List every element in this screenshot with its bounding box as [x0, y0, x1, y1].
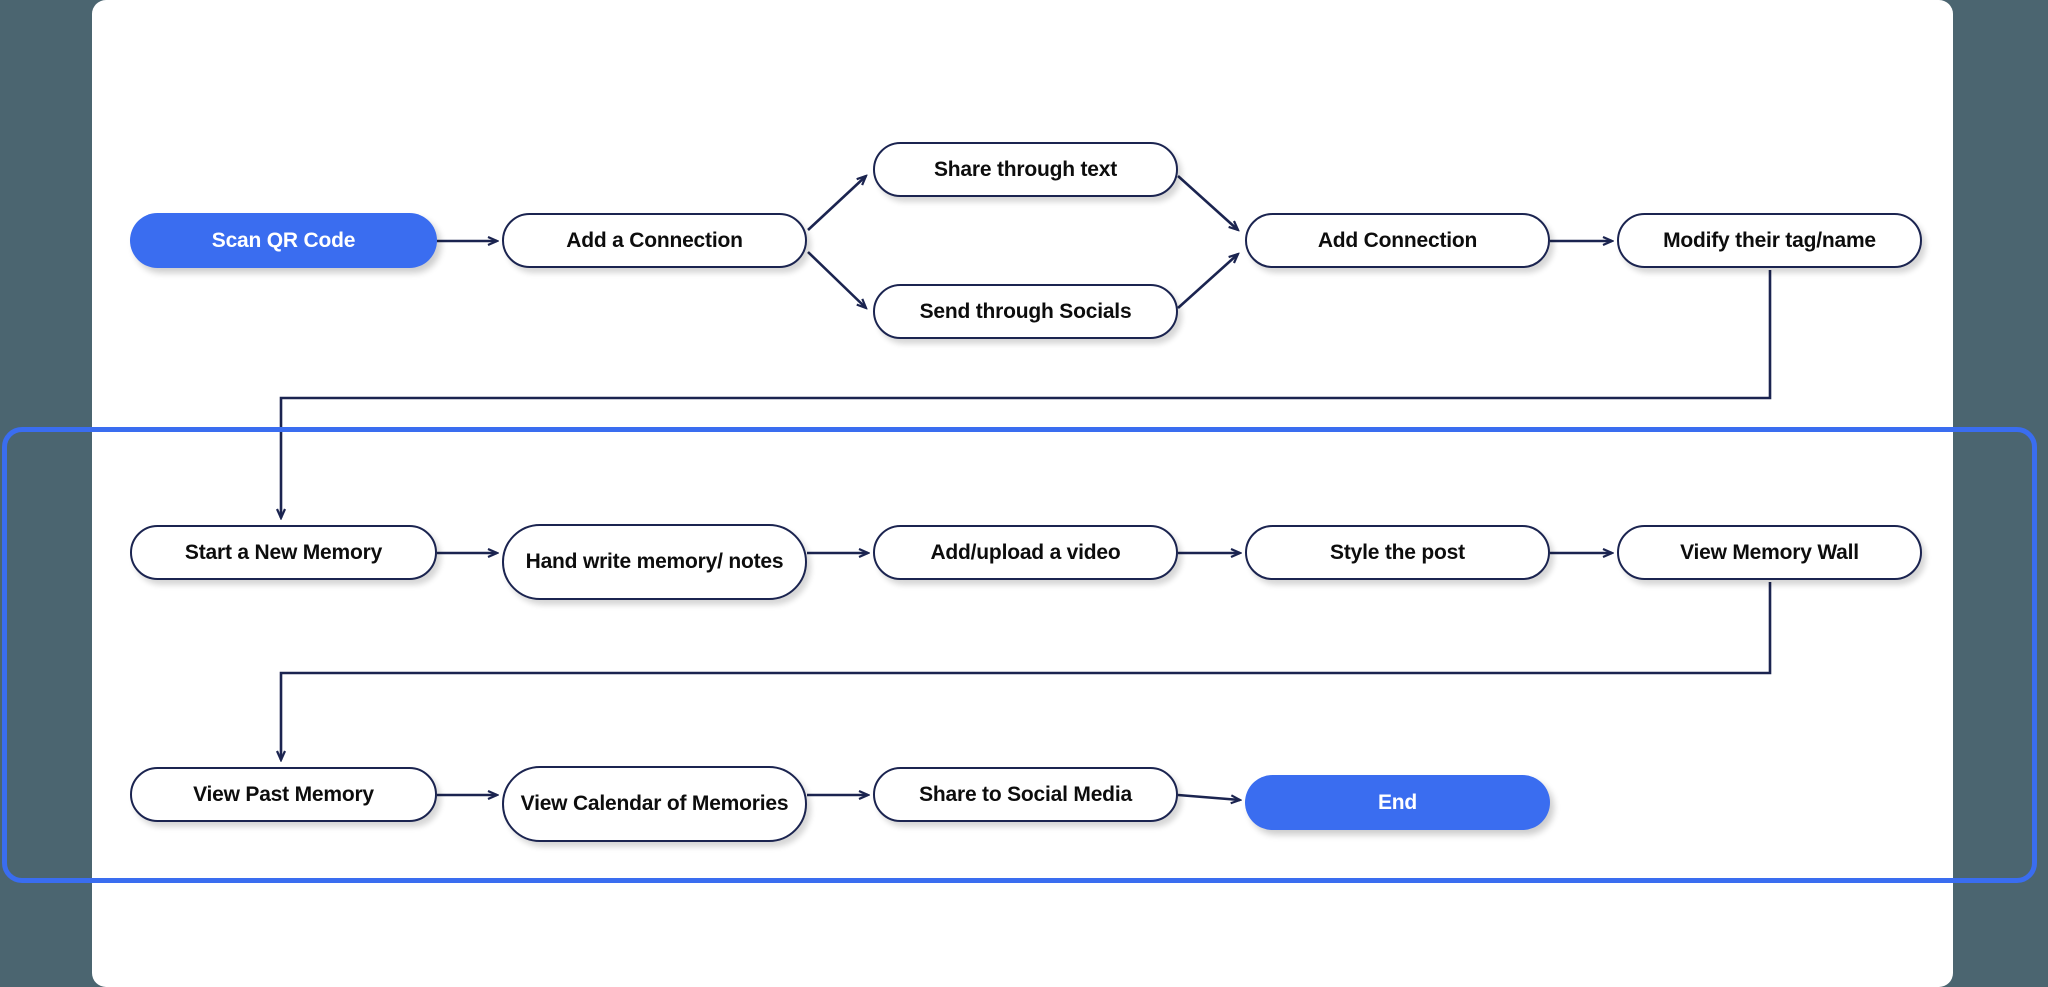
node-end[interactable]: End: [1245, 775, 1550, 830]
node-send-through-socials[interactable]: Send through Socials: [873, 284, 1178, 339]
node-start-a-new-memory[interactable]: Start a New Memory: [130, 525, 437, 580]
node-view-memory-wall[interactable]: View Memory Wall: [1617, 525, 1922, 580]
node-scan-qr-code[interactable]: Scan QR Code: [130, 213, 437, 268]
node-hand-write-memory-notes[interactable]: Hand write memory/ notes: [502, 524, 807, 600]
node-add-upload-a-video[interactable]: Add/upload a video: [873, 525, 1178, 580]
node-style-the-post[interactable]: Style the post: [1245, 525, 1550, 580]
memory-feature-highlight-region: [2, 427, 2037, 883]
node-add-connection[interactable]: Add Connection: [1245, 213, 1550, 268]
node-modify-their-tag-name[interactable]: Modify their tag/name: [1617, 213, 1922, 268]
node-add-a-connection[interactable]: Add a Connection: [502, 213, 807, 268]
node-share-to-social-media[interactable]: Share to Social Media: [873, 767, 1178, 822]
node-share-through-text[interactable]: Share through text: [873, 142, 1178, 197]
node-view-past-memory[interactable]: View Past Memory: [130, 767, 437, 822]
node-view-calendar-of-memories[interactable]: View Calendar of Memories: [502, 766, 807, 842]
